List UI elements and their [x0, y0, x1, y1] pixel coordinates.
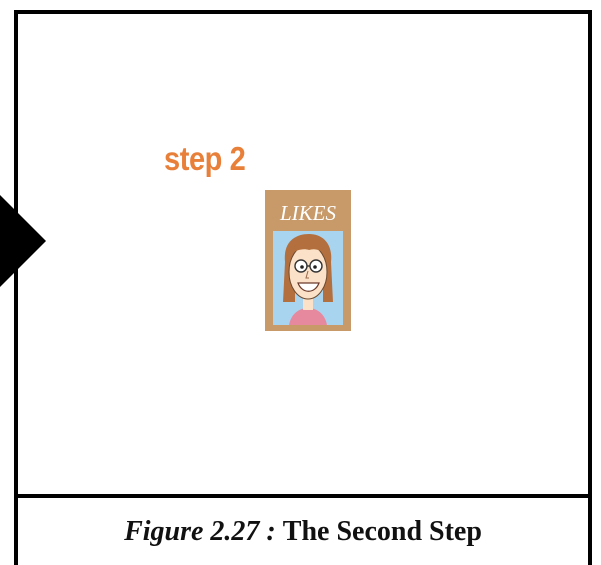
play-arrow-icon[interactable] — [0, 195, 46, 287]
figure-caption: Figure 2.27 : The Second Step — [14, 494, 592, 565]
smile — [297, 282, 320, 292]
shirt — [289, 308, 327, 325]
nose — [305, 270, 309, 279]
caption-text: Figure 2.27 : The Second Step — [124, 516, 482, 548]
smiling-girl-icon: LIKES — [265, 190, 351, 331]
figure-title: The Second Step — [282, 515, 482, 547]
step-label: step 2 — [164, 140, 246, 177]
card-title: LIKES — [279, 201, 337, 225]
likes-card: LIKES — [265, 190, 351, 331]
left-eye — [300, 265, 304, 269]
neck — [303, 296, 313, 310]
fringe — [289, 237, 328, 256]
figure-number: Figure 2.27 : — [124, 515, 283, 547]
right-eye — [313, 265, 317, 269]
